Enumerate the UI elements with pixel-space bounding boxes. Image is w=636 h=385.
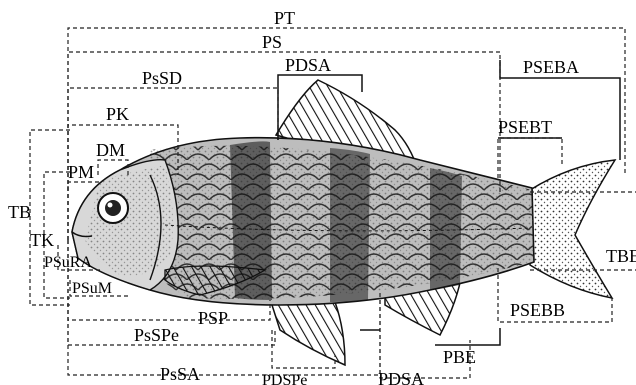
label-pk: PK (106, 104, 129, 124)
label-psebb: PSEBB (510, 300, 565, 320)
label-tk: TK (30, 230, 54, 250)
label-pdsa-bottom: PDSA (378, 369, 424, 385)
label-tbe: TBE (606, 246, 636, 266)
label-dm: DM (96, 140, 125, 160)
label-psp: PSP (198, 308, 228, 328)
label-pm: PM (68, 162, 94, 182)
label-pbe: PBE (443, 347, 476, 367)
label-pssa: PsSA (160, 364, 200, 384)
label-tb: TB (8, 202, 31, 222)
pelvic-fin (272, 301, 345, 365)
label-pssd: PsSD (142, 68, 182, 88)
label-pdsa-top: PDSA (285, 55, 331, 75)
label-psum: PSuM (72, 280, 112, 297)
caudal-fin (530, 160, 615, 298)
label-pspe: PsSPe (134, 325, 179, 345)
label-psebt: PSEBT (498, 117, 552, 137)
label-pseba: PSEBA (523, 57, 579, 77)
label-pt: PT (274, 8, 295, 28)
label-pdspe: PDSPe (262, 372, 307, 385)
label-ps: PS (262, 32, 282, 52)
label-psura: PSuRA (44, 254, 92, 271)
